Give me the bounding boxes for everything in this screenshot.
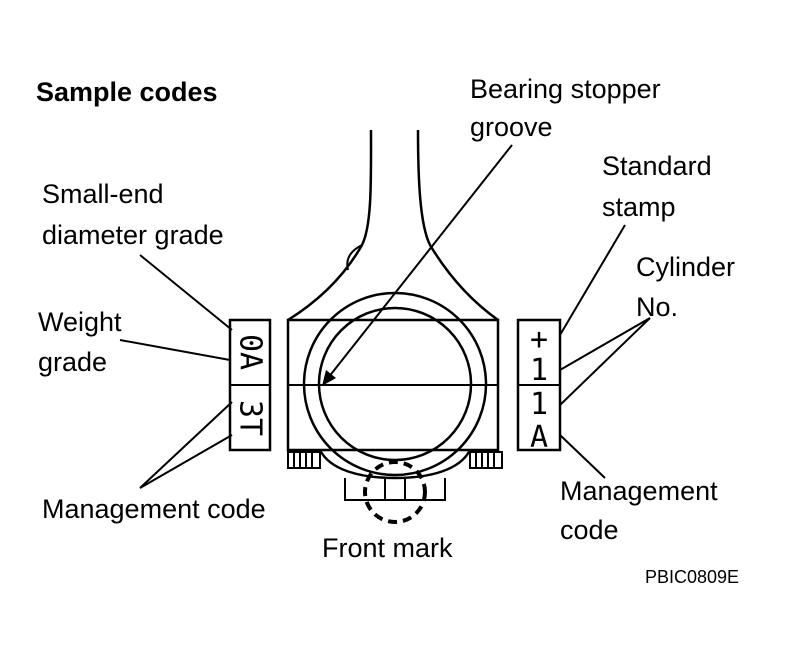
leader-management-left-1 (139, 401, 233, 489)
label-groove: groove (470, 112, 553, 142)
leader-lines (119, 144, 651, 489)
left-stamp-top-code: 0A (233, 334, 268, 370)
cap-bottom (318, 449, 472, 480)
leader-management-left-2 (139, 434, 233, 489)
left-stamp-bottom-code: 3T (233, 400, 268, 436)
bolt-head-left (287, 451, 321, 469)
label-weight: Weight (38, 307, 122, 337)
label-standard: Standard (602, 151, 712, 181)
label-stamp: stamp (602, 192, 676, 222)
cap-front-boss (344, 478, 446, 501)
rod-beam-left (287, 129, 373, 322)
right-stamp-top-code: 1 (530, 353, 548, 388)
label-cylinder: Cylinder (636, 252, 735, 282)
leader-bearing-groove (327, 144, 513, 379)
leader-cylinder-bottom (559, 317, 651, 406)
standard-stamp-symbol: + (530, 322, 548, 357)
connecting-rod (286, 129, 503, 524)
label-small-end: Small-end (42, 179, 164, 209)
label-diameter-grade: diameter grade (42, 220, 224, 250)
leader-weight-grade (119, 339, 231, 361)
right-stamp-panel: + 1 1 A (516, 318, 562, 455)
label-no: No. (636, 292, 678, 322)
left-stamp-panel: 0A 3T (228, 318, 272, 452)
front-mark-groove (384, 478, 406, 500)
leader-small-end-grade (139, 254, 233, 331)
label-bearing-stopper: Bearing stopper (470, 74, 661, 104)
right-stamp-bottom-code-2: A (530, 420, 548, 455)
rod-beam-right (416, 129, 499, 322)
leader-bearing-groove-arrow (322, 370, 336, 386)
label-weight-grade: grade (38, 347, 107, 377)
leader-standard-stamp (559, 224, 626, 336)
right-stamp-bottom-code-1: 1 (530, 387, 548, 422)
leader-management-right (559, 434, 606, 479)
figure-id: PBIC0809E (645, 567, 739, 587)
bolt-head-right (469, 451, 503, 469)
diagram-title: Sample codes (36, 77, 218, 107)
beam-casting-flash (346, 244, 363, 271)
label-front-mark: Front mark (322, 533, 453, 563)
label-management-right: Management (560, 476, 718, 506)
label-management-code-left: Management code (42, 494, 266, 524)
leader-cylinder-top (559, 317, 651, 371)
label-code-right: code (560, 515, 619, 545)
front-mark-highlight (363, 460, 427, 524)
